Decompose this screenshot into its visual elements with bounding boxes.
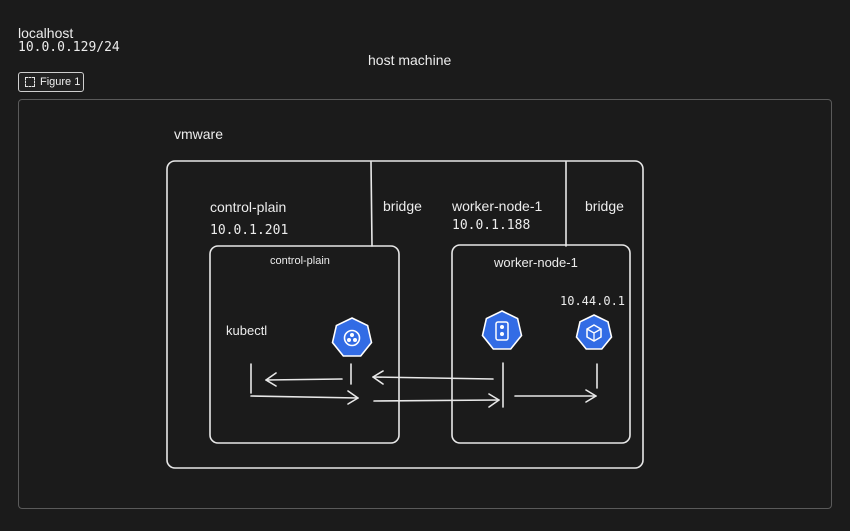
kubernetes-node-icon (481, 310, 523, 350)
arrow-to-pod-head (585, 389, 597, 403)
control-plain-name: control-plain (210, 199, 287, 215)
control-plain-box-label: control-plain (270, 255, 330, 267)
bridge-label-right: bridge (585, 198, 624, 214)
frame-icon (25, 77, 35, 87)
vmware-label: vmware (174, 126, 224, 142)
control-plain-box (209, 245, 400, 444)
bridge-line-left (370, 161, 373, 247)
frame-label: Figure 1 (40, 76, 81, 88)
arrow-to-worker (373, 399, 500, 402)
figure-frame[interactable] (18, 99, 832, 509)
host-machine-title: host machine (368, 52, 452, 68)
worker-node-ip: 10.0.1.188 (452, 218, 531, 233)
kubernetes-control-plane-icon (331, 317, 373, 357)
worker-node-name: worker-node-1 (452, 198, 543, 214)
host-ip: 10.0.0.129/24 (18, 40, 120, 55)
arrow-from-worker-head (372, 370, 384, 385)
arrow-from-worker (372, 376, 494, 380)
arrow-to-worker-head (488, 393, 500, 408)
worker-node-box-label: worker-node-1 (494, 255, 578, 270)
frame-label-button[interactable]: Figure 1 (18, 72, 84, 92)
kubernetes-pod-icon (575, 314, 613, 350)
worker-node-box (451, 244, 631, 444)
arrow-to-kubectl-head (265, 372, 277, 387)
pod-ip: 10.44.0.1 (560, 294, 626, 308)
kubectl-label: kubectl (226, 323, 268, 338)
arrow-to-apiserver-head (347, 390, 359, 405)
control-plain-ip: 10.0.1.201 (210, 223, 289, 238)
host-name: localhost (18, 25, 74, 41)
bridge-label-left: bridge (383, 198, 422, 214)
vmware-box (166, 160, 644, 469)
arrow-to-kubectl (265, 378, 343, 381)
arrow-to-apiserver (250, 395, 359, 399)
